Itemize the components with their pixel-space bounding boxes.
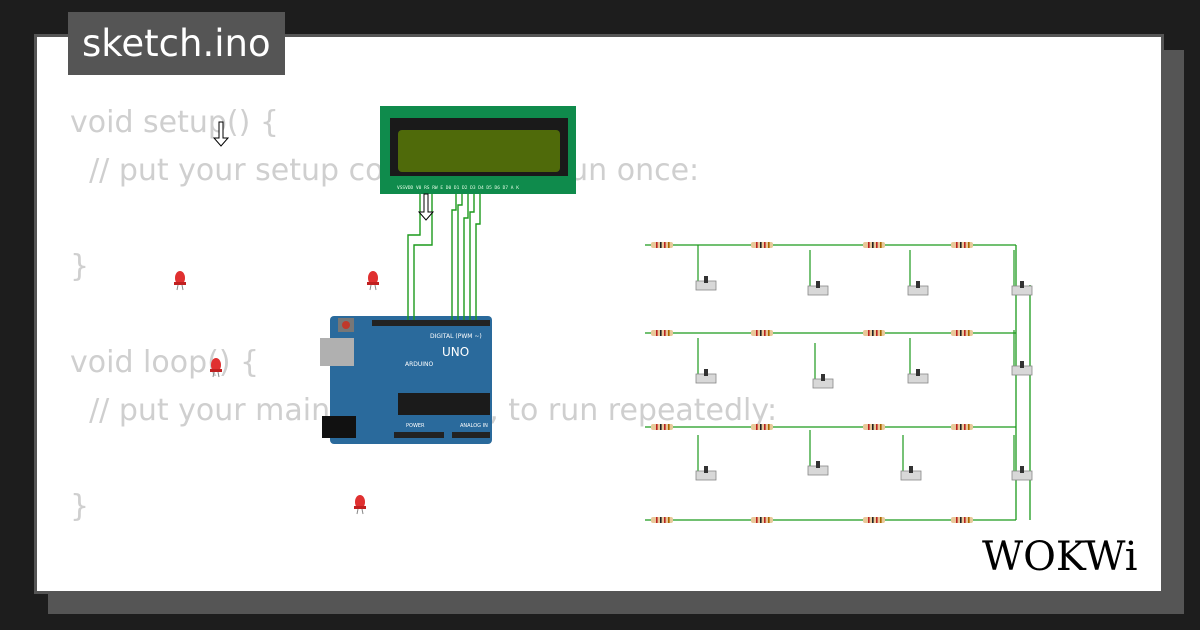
resistor[interactable]: [651, 424, 673, 430]
analog-label: ANALOG IN: [460, 423, 488, 429]
resistor[interactable]: [651, 330, 673, 336]
push-button[interactable]: [812, 374, 834, 389]
resistor[interactable]: [863, 330, 885, 336]
lcd-display[interactable]: VSSVDD V0 RS RW E D0 D1 D2 D3 D4 D5 D6 D…: [380, 106, 576, 194]
power-label: POWER: [406, 423, 425, 429]
wokwi-logo-text: WOKWi: [982, 534, 1138, 578]
pointer-arrow-icon: [212, 121, 230, 147]
resistor[interactable]: [951, 330, 973, 336]
resistor[interactable]: [863, 242, 885, 248]
filename-tab[interactable]: sketch.ino: [68, 12, 285, 75]
arduino-label: ARDUINO: [405, 361, 434, 368]
push-button[interactable]: [900, 466, 922, 481]
resistor[interactable]: [951, 242, 973, 248]
resistor[interactable]: [863, 424, 885, 430]
code-editor: void setup() { // put your setup code he…: [70, 99, 777, 531]
resistor[interactable]: [751, 424, 773, 430]
keypad-matrix: [645, 242, 1033, 523]
push-button[interactable]: [1011, 281, 1033, 296]
push-button[interactable]: [807, 461, 829, 476]
push-button[interactable]: [695, 276, 717, 291]
push-button[interactable]: [807, 281, 829, 296]
push-button[interactable]: [1011, 361, 1033, 376]
lcd-pin-labels: VSSVDD V0 RS RW E D0 D1 D2 D3 D4 D5 D6 D…: [397, 185, 519, 191]
resistor[interactable]: [951, 424, 973, 430]
led[interactable]: [367, 271, 379, 291]
resistor[interactable]: [751, 330, 773, 336]
pointer-arrow-icon: [417, 193, 435, 221]
code-line: }: [70, 249, 90, 284]
led-group: [174, 271, 379, 515]
led[interactable]: [354, 495, 366, 515]
resistor[interactable]: [751, 242, 773, 248]
resistor[interactable]: [651, 517, 673, 523]
code-line: void setup() {: [70, 105, 279, 140]
lcd-wires: [407, 194, 481, 320]
pointer-icons: [212, 121, 435, 221]
led[interactable]: [174, 271, 186, 291]
arduino-uno[interactable]: DIGITAL (PWM ~) UNO ARDUINO ANALOG IN PO…: [320, 316, 492, 444]
resistor[interactable]: [751, 517, 773, 523]
wokwi-logo: WOKWi: [982, 534, 1138, 578]
digital-label: DIGITAL (PWM ~): [430, 333, 482, 340]
uno-label: UNO: [442, 345, 469, 359]
resistor[interactable]: [651, 242, 673, 248]
push-button[interactable]: [907, 281, 929, 296]
push-button[interactable]: [1011, 466, 1033, 481]
push-button[interactable]: [695, 466, 717, 481]
push-button[interactable]: [907, 369, 929, 384]
led[interactable]: [210, 358, 222, 378]
push-button[interactable]: [695, 369, 717, 384]
code-line: }: [70, 489, 90, 524]
resistor[interactable]: [951, 517, 973, 523]
resistor[interactable]: [863, 517, 885, 523]
